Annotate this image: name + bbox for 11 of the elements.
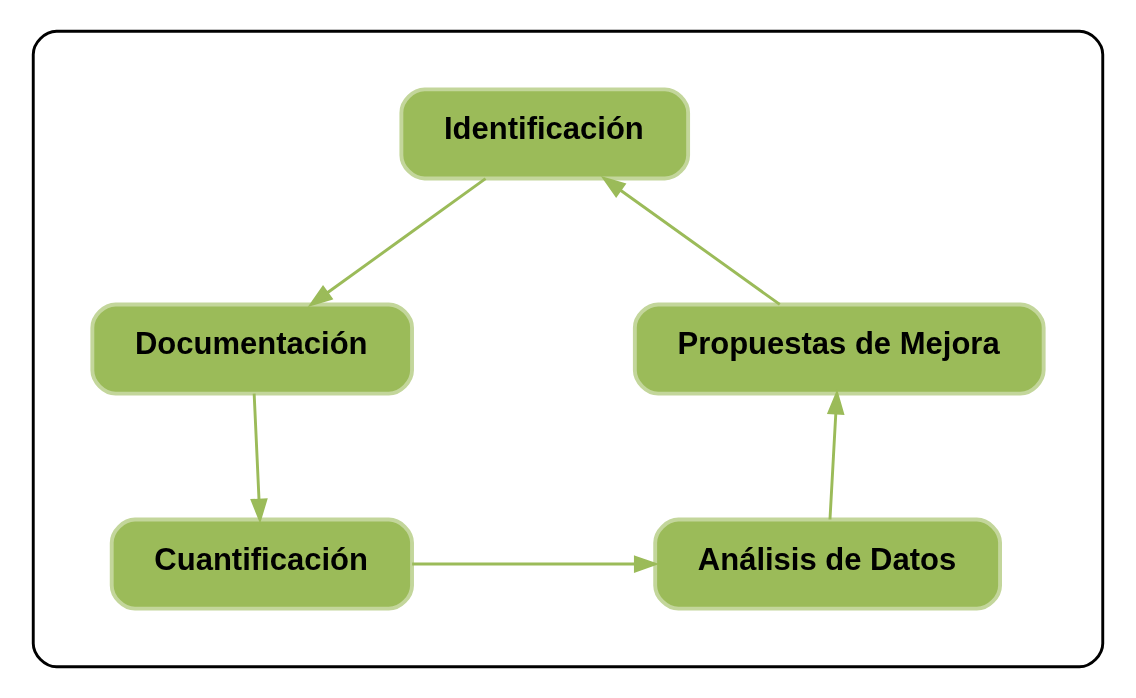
node-box: Cuantificación [109, 517, 414, 611]
arrow [250, 393, 268, 524]
arrow [307, 177, 487, 307]
node-box: Documentación [90, 302, 414, 396]
node-box: Propuestas de Mejora [632, 302, 1046, 396]
arrow [412, 555, 660, 573]
arrow [600, 176, 781, 306]
node-box: Análisis de Datos [653, 517, 1002, 611]
arrow [826, 389, 845, 520]
node-box: Identificación [399, 87, 691, 181]
cluster [31, 29, 1105, 669]
